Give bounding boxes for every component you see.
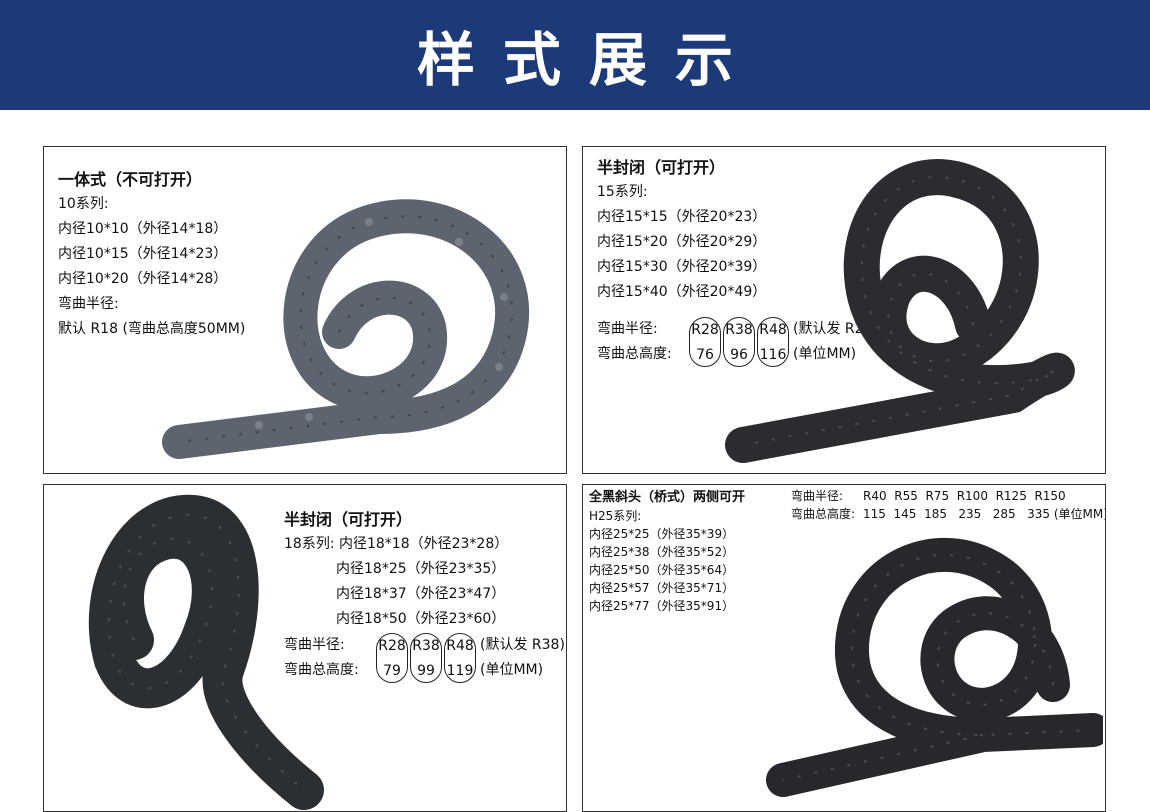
product-panel-semi-closed-15: 半封闭（可打开） 15系列: 内径15*15（外径20*23） 内径15*20（… [582, 146, 1106, 474]
bend-spec: 弯曲半径: R40 R55 R75 R100 R125 R150 弯曲总高度: 11… [791, 487, 1106, 523]
bend-label: 弯曲半径: [284, 637, 345, 653]
panel-heading: 全黑斜头（桥式）两侧可开 [589, 490, 746, 505]
drag-chain-black-image [88, 494, 324, 810]
heights-line: 115 145 185 235 285 335 (单位MM) [863, 507, 1106, 521]
height-label: 弯曲总高度: [791, 507, 856, 521]
bend-label: 弯曲半径: [58, 296, 119, 312]
size-line: 内径25*25（外径35*39） [589, 527, 735, 541]
size-line: 内径25*77（外径35*91） [589, 599, 735, 613]
drag-chain-bridge-image [766, 537, 1103, 797]
page-title: 样式展示 [416, 26, 761, 94]
series-label: 10系列: [58, 196, 109, 212]
size-line: 内径18*18（外径23*28） [338, 536, 509, 552]
drag-chain-black-image [725, 159, 1075, 463]
height-label: 弯曲总高度: [284, 662, 359, 678]
panel-heading: 一体式（不可打开） [58, 170, 203, 189]
bend-label: 弯曲半径: [791, 489, 844, 503]
size-line: 内径25*57（外径35*71） [589, 581, 735, 595]
series-label: 15系列: [597, 184, 648, 200]
panel-text: 半封闭（可打开） 15系列: 内径15*15（外径20*23） 内径15*20（… [597, 155, 766, 305]
size-line: 内径10*20（外径14*28） [58, 271, 228, 287]
bend-default: 默认 R18 (弯曲总高度50MM) [58, 321, 246, 337]
size-line: 内径18*37（外径23*47） [336, 586, 506, 602]
drag-chain-gray-image [162, 199, 530, 459]
panel-text: 一体式（不可打开） 10系列: 内径10*10（外径14*18） 内径10*15… [58, 167, 245, 342]
size-line: 内径18*50（外径23*60） [336, 611, 506, 627]
series-label: H25系列: [589, 509, 642, 523]
size-line: 内径15*40（外径20*49） [597, 284, 767, 300]
size-line: 内径15*15（外径20*23） [597, 209, 767, 225]
size-line: 内径10*10（外径14*18） [58, 221, 228, 237]
unit-note: (单位MM) [793, 346, 857, 362]
radii-line: R40 R55 R75 R100 R125 R150 [863, 489, 1066, 503]
panel-heading: 半封闭（可打开） [597, 158, 726, 177]
size-line: 内径15*20（外径20*29） [597, 234, 767, 250]
size-line: 内径15*30（外径20*39） [597, 259, 767, 275]
height-label: 弯曲总高度: [597, 346, 672, 362]
unit-note: (单位MM) [480, 662, 544, 678]
panel-text: 半封闭（可打开） 18系列: 内径18*18（外径23*28） 内径18*25（… [284, 507, 508, 632]
series-label: 18系列: [284, 536, 335, 552]
product-panel-semi-closed-18: 半封闭（可打开） 18系列: 内径18*18（外径23*28） 内径18*25（… [43, 484, 567, 812]
header-banner: 样式展示 [0, 0, 1150, 110]
default-note: (默认发 R38) [480, 637, 565, 653]
product-panel-integral: 一体式（不可打开） 10系列: 内径10*10（外径14*18） 内径10*15… [43, 146, 567, 474]
panel-heading: 半封闭（可打开） [284, 510, 413, 529]
panel-text: 全黑斜头（桥式）两侧可开 H25系列: 内径25*25（外径35*39） 内径2… [589, 489, 745, 615]
size-line: 内径25*50（外径35*64） [589, 563, 735, 577]
product-panel-bridge: 全黑斜头（桥式）两侧可开 H25系列: 内径25*25（外径35*39） 内径2… [582, 484, 1106, 812]
size-line: 内径25*38（外径35*52） [589, 545, 735, 559]
size-line: 内径10*15（外径14*23） [58, 246, 228, 262]
bend-label: 弯曲半径: [597, 321, 658, 337]
size-line: 内径18*25（外径23*35） [336, 561, 506, 577]
